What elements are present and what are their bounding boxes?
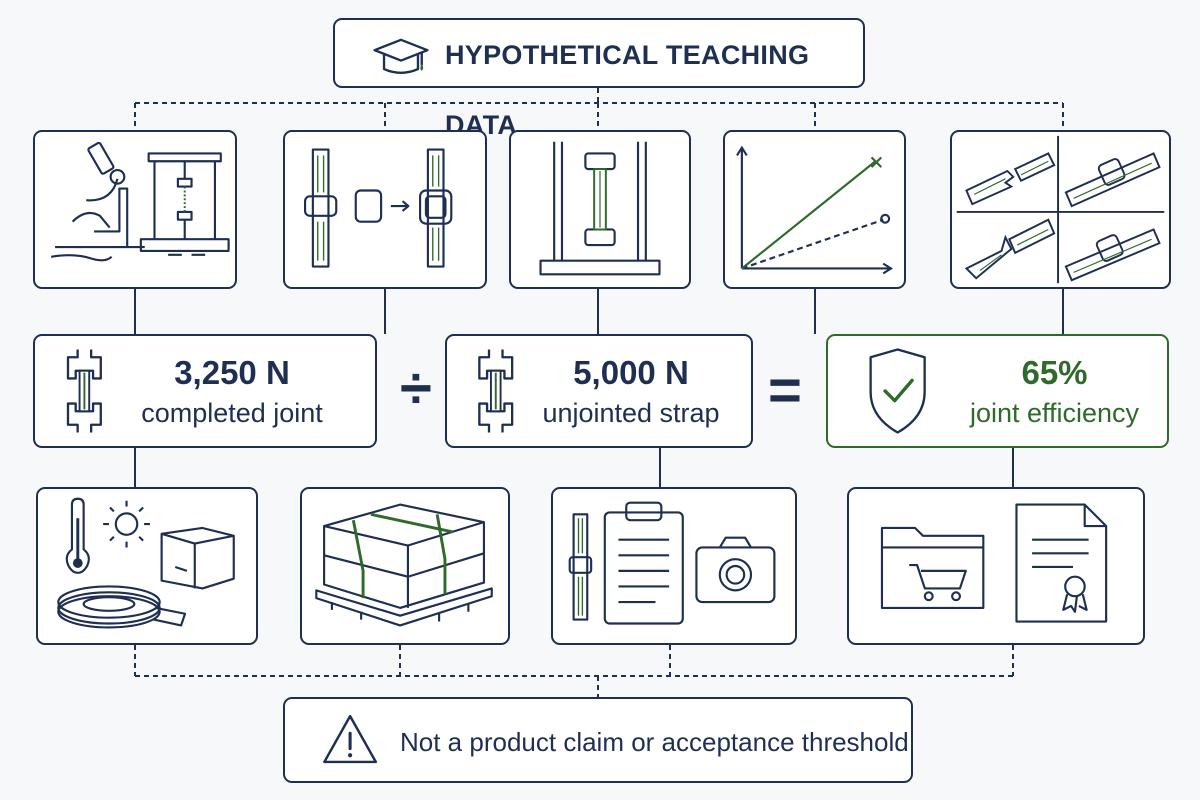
failure-modes-grid-icon <box>956 135 1165 284</box>
strapped-pallet-icon <box>315 503 493 627</box>
microscope-and-test-frame-icon <box>50 141 230 262</box>
header-title: HYPOTHETICAL TEACHING DATA <box>445 40 810 140</box>
strap-load-label: unjointed strap <box>542 398 720 428</box>
disclaimer-banner: Not a product claim or acceptance thresh… <box>283 697 913 783</box>
joint-efficiency-box: 65% joint efficiency <box>826 334 1169 448</box>
load-extension-chart-icon <box>736 145 894 275</box>
warning-icon <box>323 714 378 764</box>
graduation-cap-icon <box>373 38 429 74</box>
panel-load-curve <box>723 130 906 289</box>
panel-environment-conditions <box>36 487 258 645</box>
panel-procurement-records <box>847 487 1145 645</box>
panel-palletized-load <box>300 487 510 645</box>
joint-specimen-icon <box>66 349 102 433</box>
strap-specimen-icon <box>478 349 514 433</box>
panel-tensile-test <box>509 130 691 289</box>
divide-symbol: ÷ <box>400 356 432 421</box>
panel-lab-equipment <box>33 130 237 289</box>
efficiency-label: joint efficiency <box>969 398 1140 428</box>
joint-load-label: completed joint <box>141 398 323 428</box>
folder-cart-certificate-icon <box>880 503 1108 623</box>
shield-check-icon <box>869 348 926 434</box>
strap-buckle-assembly-icon <box>303 148 453 268</box>
thermometer-sun-box-coil-icon <box>57 497 235 629</box>
strap-clipboard-camera-icon <box>568 501 776 625</box>
tensile-test-machine-icon <box>539 141 661 276</box>
disclaimer-text: Not a product claim or acceptance thresh… <box>400 727 909 757</box>
panel-failure-modes <box>950 130 1171 289</box>
panel-test-documentation <box>551 487 797 645</box>
equals-symbol: = <box>768 358 802 423</box>
efficiency-value: 65% <box>1021 354 1088 391</box>
header-banner: HYPOTHETICAL TEACHING DATA <box>333 18 865 140</box>
panel-joint-assembly <box>283 130 487 289</box>
unjointed-strap-box: 5,000 N unjointed strap <box>445 334 753 448</box>
joint-load-value: 3,250 N <box>174 354 290 391</box>
completed-joint-box: 3,250 N completed joint <box>33 334 377 448</box>
strap-load-value: 5,000 N <box>573 354 689 391</box>
